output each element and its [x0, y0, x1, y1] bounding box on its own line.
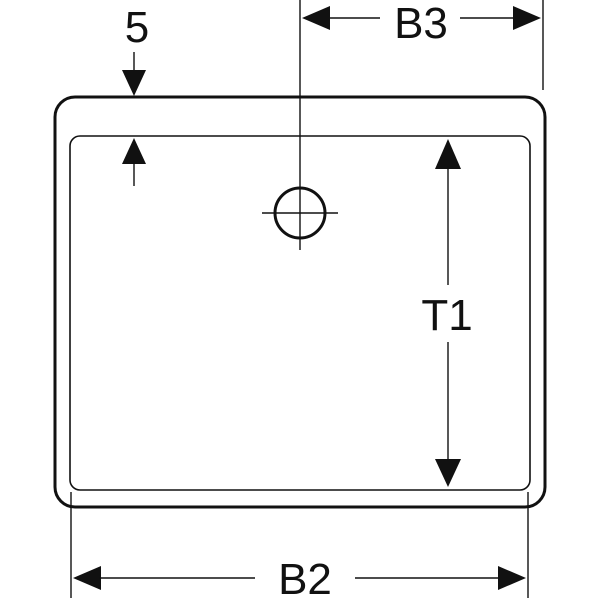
b3-arrow-left [302, 6, 330, 30]
b2-arrow-right [498, 566, 526, 590]
offset-arrow-down [122, 70, 146, 96]
t1-arrow-top [435, 139, 461, 169]
drain-hole-marker [262, 0, 338, 250]
b3-label: B3 [394, 0, 448, 48]
b3-arrow-right [513, 6, 541, 30]
b2-arrow-left [73, 566, 101, 590]
b2-dimension [70, 492, 529, 598]
offset-dimension [122, 52, 146, 186]
offset-label: 5 [125, 3, 149, 52]
t1-dimension [435, 139, 461, 487]
b3-dimension [302, 0, 544, 90]
t1-arrow-bottom [435, 459, 461, 487]
b2-label: B2 [278, 555, 332, 600]
offset-arrow-up [122, 138, 146, 164]
t1-label: T1 [421, 291, 472, 340]
